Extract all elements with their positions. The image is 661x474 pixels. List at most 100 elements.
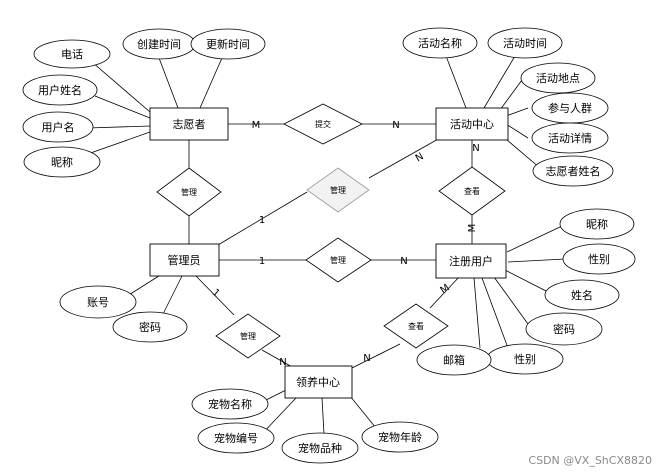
attribute-activity-location: 活动地点 xyxy=(520,62,596,94)
attribute-volunteer-updated: 更新时间 xyxy=(190,28,266,60)
cardinality-label: M xyxy=(467,224,478,233)
attribute-activity-name: 活动名称 xyxy=(402,27,478,59)
connector xyxy=(445,55,467,109)
relationship-label: 管理 xyxy=(330,255,346,265)
attribute-pet-breed: 宠物品种 xyxy=(281,432,359,464)
attribute-label: 宠物编号 xyxy=(214,431,258,445)
attribute-label: 参与人群 xyxy=(548,101,592,115)
entity-registered-user: 注册用户 xyxy=(435,243,507,279)
entity-label: 志愿者 xyxy=(173,118,206,131)
attribute-user-realname: 姓名 xyxy=(544,279,620,311)
connector xyxy=(158,57,179,109)
cardinality-label: 1 xyxy=(210,287,222,300)
cardinality-label: N xyxy=(414,151,426,164)
entity-label: 注册用户 xyxy=(449,254,493,268)
attribute-pet-age: 宠物年龄 xyxy=(361,421,439,453)
connector xyxy=(473,277,481,349)
connector xyxy=(506,225,563,253)
entity-admin: 管理员 xyxy=(149,243,220,277)
relationship-label: 查看 xyxy=(464,186,480,196)
attribute-volunteer-created: 创建时间 xyxy=(122,28,196,60)
connector xyxy=(504,269,549,293)
attribute-admin-account: 账号 xyxy=(59,285,137,319)
attribute-label: 姓名 xyxy=(571,288,593,302)
connector xyxy=(483,55,516,109)
connector xyxy=(94,95,151,119)
attribute-label: 电话 xyxy=(61,48,83,61)
connector xyxy=(349,395,377,429)
attribute-label: 宠物年龄 xyxy=(378,430,422,444)
cardinality-label: N xyxy=(363,353,370,364)
cardinality-label: M xyxy=(252,120,261,131)
attribute-user-nickname: 昵称 xyxy=(559,208,635,240)
relationship-submit: 提交 xyxy=(283,103,363,145)
attribute-label: 性别 xyxy=(514,352,536,366)
attribute-admin-password: 密码 xyxy=(112,311,188,343)
connector xyxy=(505,123,529,139)
connector xyxy=(499,79,523,111)
attribute-label: 宠物品种 xyxy=(298,441,342,455)
attribute-user-gender: 性别 xyxy=(562,243,636,275)
connector xyxy=(217,191,308,246)
attribute-label: 昵称 xyxy=(51,155,73,169)
attribute-pet-name: 宠物名称 xyxy=(191,388,269,420)
connector xyxy=(493,276,529,325)
attribute-label: 活动详情 xyxy=(548,131,592,145)
cardinality-label: 1 xyxy=(259,215,265,226)
attribute-label: 密码 xyxy=(553,322,575,336)
relationship-label: 管理 xyxy=(330,185,346,195)
cardinality-label: N xyxy=(400,256,407,267)
cardinality-label: N xyxy=(392,120,399,131)
attribute-volunteer-nickname: 昵称 xyxy=(23,146,101,178)
connector xyxy=(429,275,461,309)
attribute-label: 活动名称 xyxy=(418,36,462,50)
relationship-manage-user: 管理 xyxy=(305,237,372,283)
attribute-volunteer-username: 用户名 xyxy=(22,111,94,143)
watermark-text: CSDN @VX_ShCX8820 xyxy=(528,454,652,467)
attribute-label: 昵称 xyxy=(586,217,608,231)
attribute-activity-volunteer-name: 志愿者姓名 xyxy=(532,155,614,187)
relationship-manage-adoption: 管理 xyxy=(215,313,281,359)
connector xyxy=(87,125,151,129)
attribute-user-gender-2: 性别 xyxy=(486,343,564,375)
connector xyxy=(321,397,325,435)
entity-activity-center: 活动中心 xyxy=(435,107,509,141)
relationship-label: 管理 xyxy=(181,187,197,197)
attribute-label: 活动时间 xyxy=(503,37,547,50)
attribute-user-email: 邮箱 xyxy=(416,344,492,376)
connector xyxy=(199,57,223,109)
attribute-label: 志愿者姓名 xyxy=(546,164,601,178)
entity-adoption-center: 领养中心 xyxy=(284,365,353,399)
connector xyxy=(351,343,401,369)
entity-volunteer: 志愿者 xyxy=(149,107,229,141)
relationship-view-activity: 查看 xyxy=(438,166,506,216)
connectors xyxy=(81,55,585,437)
attribute-label: 宠物名称 xyxy=(208,397,252,411)
relationship-view-adoption: 查看 xyxy=(383,303,449,349)
attribute-activity-audience: 参与人群 xyxy=(531,92,609,124)
relationship-label: 查看 xyxy=(408,321,424,331)
attribute-pet-id: 宠物编号 xyxy=(197,422,275,454)
connector xyxy=(81,131,151,157)
attribute-label: 性别 xyxy=(588,252,610,266)
entity-label: 领养中心 xyxy=(296,375,340,389)
connector xyxy=(265,389,287,401)
connector xyxy=(505,107,529,117)
cardinality-label: M xyxy=(439,282,452,296)
entity-label: 管理员 xyxy=(168,253,201,267)
connector xyxy=(368,137,441,179)
relationship-manage-volunteer: 管理 xyxy=(156,167,222,217)
attribute-label: 更新时间 xyxy=(206,37,250,51)
relationship-manage-activity: 管理 xyxy=(306,167,370,213)
attribute-label: 密码 xyxy=(139,320,161,334)
attribute-volunteer-realname: 用户姓名 xyxy=(22,74,98,106)
attribute-label: 账号 xyxy=(87,296,109,309)
cardinality-label: 1 xyxy=(259,256,265,267)
entity-label: 活动中心 xyxy=(450,118,494,131)
connector xyxy=(195,275,235,316)
relationship-label: 提交 xyxy=(315,119,331,129)
attribute-activity-details: 活动详情 xyxy=(531,122,609,154)
attribute-user-password: 密码 xyxy=(525,312,603,346)
attribute-label: 活动地点 xyxy=(536,72,580,85)
